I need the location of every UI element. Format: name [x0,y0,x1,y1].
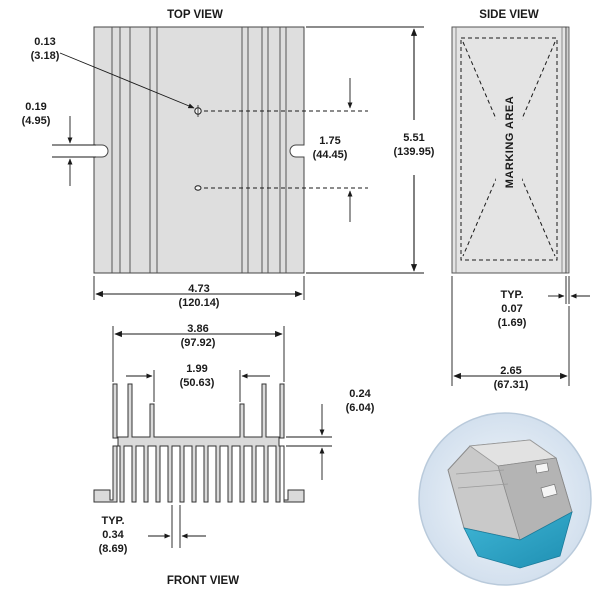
front-view: 3.86 (97.92) 1.99 (50.63) 0.24 (6.04) TY… [93,323,375,587]
height-mm: (139.95) [394,146,435,158]
thermal-pad [463,511,573,569]
heatsink-photo-slot [534,462,550,474]
center-width-in: 1.99 [186,363,207,375]
depth-in: 2.65 [500,365,521,377]
side-view-title: SIDE VIEW [479,9,539,21]
hole-spacing-mm: (44.45) [313,149,348,161]
heatsink-photo-rib [457,483,509,489]
fin-pitch-mm: (8.69) [99,543,128,555]
width-mm: (120.14) [179,297,220,309]
fin-pitch-typ: TYP. [101,515,124,527]
front-view-title: FRONT VIEW [167,575,239,587]
side-view-edge [565,26,570,274]
base-thickness-mm: (6.04) [346,402,375,414]
mounting-hole [194,185,202,191]
hole-dia-mm: (3.18) [31,50,60,62]
heatsink-photo-slot [540,483,558,499]
hole-leader [59,52,195,109]
hole-dia-in: 0.13 [34,36,55,48]
hole-spacing-in: 1.75 [319,135,340,147]
product-photo [418,412,592,586]
inner-width-mm: (97.92) [181,337,216,349]
side-thickness-mm: (1.69) [498,317,527,329]
front-view-profile [93,383,305,503]
slot-width-in: 0.19 [25,101,46,113]
side-view: SIDE VIEW MARKING AREA TYP. 0.07 (1.69) … [451,9,590,391]
marking-area-label: MARKING AREA [504,96,516,188]
fin-pitch-in: 0.34 [102,529,124,541]
side-thickness-in: 0.07 [501,303,522,315]
top-view-title: TOP VIEW [167,9,223,21]
top-view-plate [93,26,305,274]
width-in: 4.73 [188,283,209,295]
slot-width-mm: (4.95) [22,115,51,127]
heatsink-photo-rib [455,469,505,475]
top-view-fin-lines [111,27,287,273]
depth-mm: (67.31) [494,379,529,391]
mounting-hole [194,105,202,117]
marking-area: MARKING AREA [460,37,558,261]
height-in: 5.51 [403,132,424,144]
side-thickness-typ: TYP. [500,289,523,301]
base-thickness-in: 0.24 [349,388,371,400]
center-width-mm: (50.63) [180,377,215,389]
top-view: TOP VIEW 1.75 (44.45) [22,9,435,309]
inner-width-in: 3.86 [187,323,208,335]
